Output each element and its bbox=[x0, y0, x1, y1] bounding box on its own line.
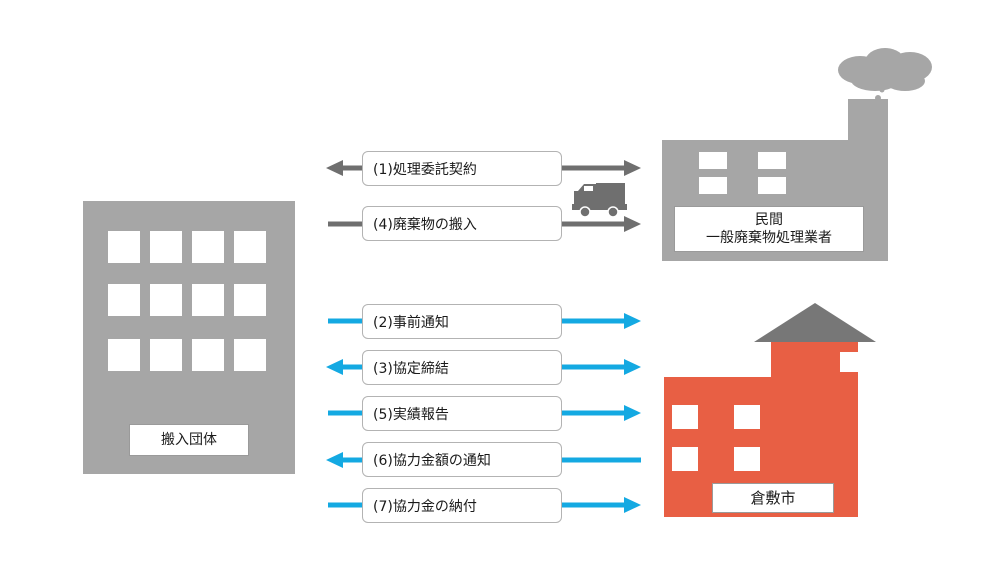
city-body bbox=[664, 342, 858, 517]
city-building bbox=[664, 303, 876, 517]
window bbox=[699, 152, 727, 169]
carrier-label: 搬入団体 bbox=[129, 424, 249, 456]
window bbox=[150, 284, 182, 316]
window bbox=[672, 447, 698, 471]
private-processor-label-line1: 民間 bbox=[755, 212, 783, 228]
private-processor-label: 民間 一般廃棄物処理業者 bbox=[674, 206, 864, 252]
window bbox=[150, 231, 182, 263]
flow-label-f2: (2)事前通知 bbox=[362, 304, 562, 339]
city-roof bbox=[754, 303, 876, 342]
flow-label-f4: (4)廃棄物の搬入 bbox=[362, 206, 562, 241]
window bbox=[192, 231, 224, 263]
window bbox=[108, 339, 140, 371]
window bbox=[192, 284, 224, 316]
window bbox=[234, 339, 266, 371]
flow-label-f5: (5)実績報告 bbox=[362, 396, 562, 431]
carrier-building bbox=[83, 201, 295, 474]
window bbox=[699, 177, 727, 194]
private-processor-label-line2: 一般廃棄物処理業者 bbox=[706, 230, 832, 246]
truck-icon bbox=[572, 183, 627, 218]
window bbox=[734, 447, 760, 471]
flow-label-f6: (6)協力金額の通知 bbox=[362, 442, 562, 477]
window bbox=[758, 152, 786, 169]
window bbox=[734, 405, 760, 429]
flow-label-f1: (1)処理委託契約 bbox=[362, 151, 562, 186]
window bbox=[192, 339, 224, 371]
window bbox=[150, 339, 182, 371]
window bbox=[758, 177, 786, 194]
window bbox=[234, 231, 266, 263]
window bbox=[840, 352, 868, 372]
window bbox=[108, 231, 140, 263]
flow-label-f7: (7)協力金の納付 bbox=[362, 488, 562, 523]
window bbox=[108, 284, 140, 316]
window bbox=[672, 405, 698, 429]
city-label: 倉敷市 bbox=[712, 483, 834, 513]
flow-label-f3: (3)協定締結 bbox=[362, 350, 562, 385]
smoke-cloud-icon bbox=[838, 48, 932, 101]
window bbox=[234, 284, 266, 316]
